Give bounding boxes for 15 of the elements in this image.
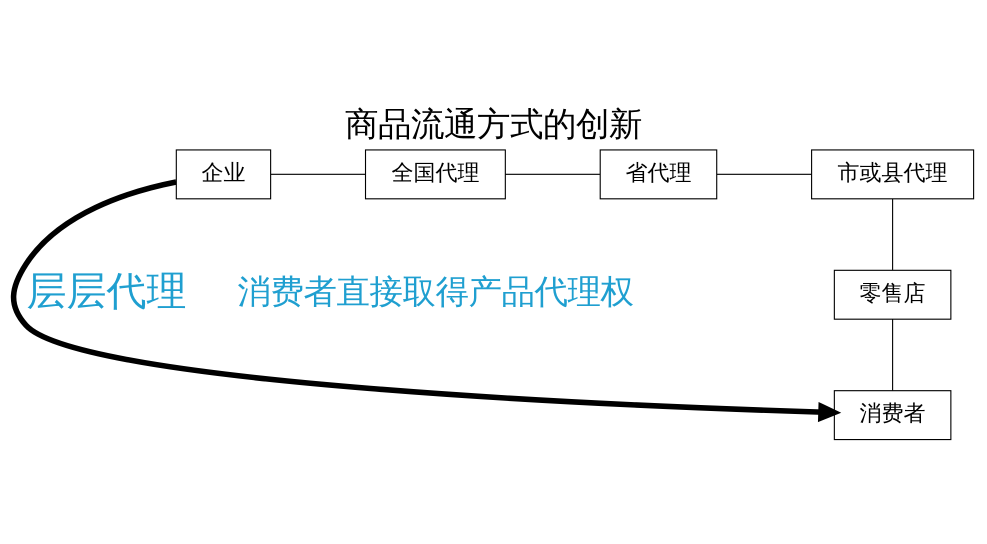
connector: [270, 174, 366, 175]
node-box: 市或县代理: [811, 149, 974, 200]
node-box: 消费者: [834, 390, 952, 440]
connector: [892, 319, 894, 390]
connector: [717, 174, 812, 175]
arrow: [10, 179, 842, 422]
label: 消费者直接取得产品代理权: [237, 272, 634, 312]
node-box: 企业: [176, 149, 272, 200]
connector: [892, 198, 894, 270]
node-box: 全国代理: [364, 149, 506, 200]
connector: [506, 174, 600, 175]
edge-label: 层层代理: [26, 268, 186, 315]
node-box: 省代理: [600, 149, 718, 200]
node-box: 零售店: [834, 270, 952, 320]
diagram-title: 商品流通方式的创新: [345, 104, 642, 144]
